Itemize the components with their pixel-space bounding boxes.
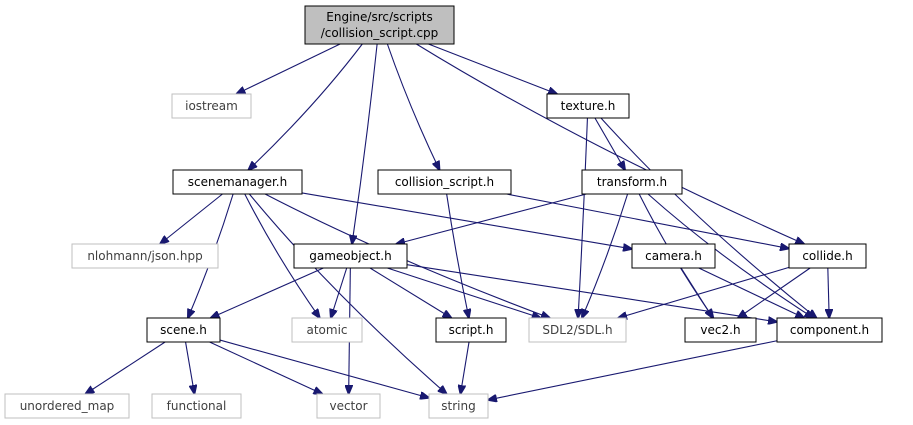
node-vec2-h[interactable]: vec2.h: [684, 317, 757, 343]
node-label: collide.h: [802, 249, 852, 263]
node-label: nlohmann/json.hpp: [87, 249, 202, 263]
edge-gameobject_h-to-atomic: [331, 267, 348, 318]
edge-scenemanager_h-to-camera_h: [301, 192, 632, 249]
node-scene-h[interactable]: scene.h: [146, 317, 221, 343]
node-label: atomic: [306, 323, 347, 337]
node-label: string: [441, 399, 475, 413]
node-functional: functional: [151, 393, 242, 419]
edge-camera_h-to-vec2_h: [680, 267, 713, 318]
edge-scene_h-to-functional: [185, 341, 195, 394]
node-sdl2-sdl-h: SDL2/SDL.h: [528, 317, 627, 343]
edge-gameobject_h-to-scene_h: [211, 267, 324, 318]
node-label: SDL2/SDL.h: [542, 323, 612, 337]
edge-collide_h-to-sdl2_sdl_h: [618, 266, 790, 318]
edge-scene_h-to-unordered_map: [85, 341, 166, 394]
edge-collision_script_cpp-to-collision_script_h: [386, 43, 439, 170]
node-texture-h[interactable]: texture.h: [546, 93, 630, 119]
node-label: vec2.h: [700, 323, 740, 337]
node-script-h[interactable]: script.h: [435, 317, 507, 343]
edge-gameobject_h-to-script_h: [369, 267, 451, 318]
node-collision-script-h[interactable]: collision_script.h: [377, 169, 512, 195]
edge-collision_script_cpp-to-collide_h: [416, 43, 804, 244]
node-component-h[interactable]: component.h: [776, 317, 883, 343]
node-label: transform.h: [597, 175, 667, 189]
edge-script_h-to-string: [460, 341, 470, 394]
edge-collision_script_h-to-collide_h: [506, 193, 789, 249]
node-label: scenemanager.h: [188, 175, 287, 189]
edge-transform_h-to-gameobject_h: [396, 193, 587, 244]
edge-texture_h-to-transform_h: [594, 117, 625, 170]
edges-layer: [85, 43, 829, 400]
edge-collision_script_h-to-script_h: [446, 193, 469, 318]
node-gameobject-h[interactable]: gameobject.h: [293, 243, 408, 269]
node-label: camera.h: [645, 249, 702, 263]
edge-collision_script_cpp-to-scenemanager_h: [248, 43, 363, 170]
edge-collide_h-to-component_h: [828, 267, 829, 318]
node-label: gameobject.h: [309, 249, 391, 263]
node-transform-h[interactable]: transform.h: [581, 169, 683, 195]
node-collide-h[interactable]: collide.h: [788, 243, 867, 269]
edge-scene_h-to-string: [219, 339, 429, 398]
node-label: unordered_map: [20, 399, 115, 413]
node-label: /collision_script.cpp: [321, 26, 439, 40]
node-label: component.h: [790, 323, 869, 337]
edge-texture_h-to-sdl2_sdl_h: [578, 117, 588, 318]
edge-collision_script_cpp-to-iostream: [236, 43, 341, 94]
edge-collision_script_cpp-to-gameobject_h: [352, 43, 378, 244]
node-label: texture.h: [561, 99, 616, 113]
edge-gameobject_h-to-component_h: [406, 264, 777, 322]
edge-transform_h-to-sdl2_sdl_h: [582, 193, 629, 318]
edge-collision_script_cpp-to-texture_h: [428, 43, 557, 94]
node-iostream: iostream: [171, 93, 252, 119]
edge-gameobject_h-to-sdl2_sdl_h: [387, 267, 540, 318]
node-label: Engine/src/scripts: [326, 10, 432, 24]
edge-scenemanager_h-to-string: [248, 193, 446, 394]
node-nlohmann-json-hpp: nlohmann/json.hpp: [71, 243, 219, 269]
node-label: functional: [167, 399, 227, 413]
edge-camera_h-to-component_h: [698, 267, 804, 318]
node-label: script.h: [449, 323, 494, 337]
node-vector: vector: [316, 393, 381, 419]
node-collision-script-cpp[interactable]: Engine/src/scripts/collision_script.cpp: [304, 5, 455, 45]
edge-component_h-to-string: [488, 340, 778, 400]
edge-scene_h-to-vector: [209, 341, 323, 394]
node-camera-h[interactable]: camera.h: [631, 243, 716, 269]
node-unordered-map: unordered_map: [4, 393, 130, 419]
node-label: collision_script.h: [395, 175, 494, 189]
node-atomic: atomic: [291, 317, 363, 343]
node-scenemanager-h[interactable]: scenemanager.h: [172, 169, 303, 195]
edge-scenemanager_h-to-nlohmann_json_hpp: [160, 193, 223, 244]
node-label: iostream: [185, 99, 238, 113]
edge-scenemanager_h-to-atomic: [244, 193, 320, 318]
edge-collide_h-to-vec2_h: [738, 267, 811, 318]
nodes-layer: Engine/src/scripts/collision_script.cppi…: [4, 5, 883, 419]
node-string: string: [428, 393, 489, 419]
edge-transform_h-to-component_h: [647, 193, 813, 318]
edge-texture_h-to-component_h: [600, 117, 817, 318]
node-label: scene.h: [160, 323, 207, 337]
node-label: vector: [329, 399, 367, 413]
